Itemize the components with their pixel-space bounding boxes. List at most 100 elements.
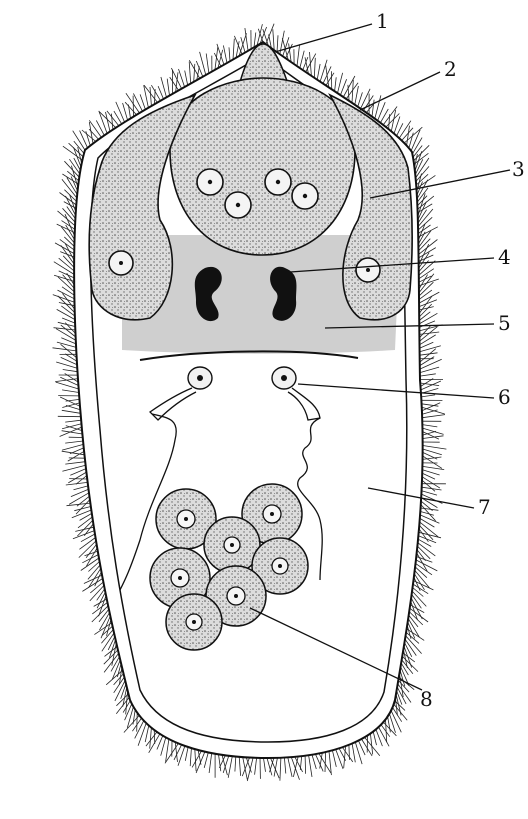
cilium	[416, 560, 437, 571]
cilium	[383, 107, 397, 125]
cilium	[280, 758, 281, 781]
cilium	[419, 326, 430, 338]
callout-4: 4	[498, 245, 511, 269]
callout-3: 3	[512, 157, 525, 181]
central-gland	[170, 78, 355, 255]
cilium	[60, 397, 80, 406]
cilium	[413, 584, 428, 594]
cilium	[74, 486, 89, 490]
cilium	[140, 94, 145, 109]
callout-7: 7	[478, 495, 491, 519]
cilium	[309, 755, 312, 777]
leader-line-2	[360, 72, 440, 110]
cilium	[167, 79, 169, 96]
cilium	[150, 728, 152, 749]
cilium	[158, 86, 163, 99]
cilium	[403, 649, 407, 668]
cilium	[388, 717, 391, 733]
cilium	[78, 517, 92, 528]
cilium	[62, 410, 81, 413]
cilium	[355, 742, 362, 764]
cilium	[420, 335, 436, 345]
cilium	[255, 758, 257, 775]
cilium	[335, 77, 337, 91]
callout-8: 8	[420, 687, 433, 711]
cilium	[422, 415, 445, 418]
cilium	[362, 739, 373, 756]
cilium	[67, 273, 75, 285]
cilium	[185, 747, 188, 761]
cilium	[223, 45, 227, 63]
cilium	[373, 732, 376, 746]
cilium	[305, 756, 306, 774]
cilium	[300, 51, 304, 68]
cilium	[151, 85, 160, 101]
cilium	[84, 575, 102, 583]
cilium	[56, 382, 79, 389]
cilium	[419, 255, 434, 261]
cilium	[206, 54, 209, 74]
cilium	[419, 332, 439, 334]
cilium	[342, 747, 352, 762]
cilium	[419, 312, 430, 321]
cilium	[219, 754, 221, 771]
cilium	[146, 732, 157, 746]
cilium	[150, 87, 151, 106]
cilium	[332, 750, 336, 767]
cilium	[284, 758, 285, 774]
cilium	[420, 357, 434, 366]
cilium	[185, 71, 188, 86]
cilium	[254, 33, 256, 48]
cilium	[70, 469, 86, 476]
cilium	[312, 755, 316, 769]
cilium	[325, 752, 326, 772]
cilium	[422, 410, 437, 414]
cilium	[413, 146, 422, 158]
callout-6: 6	[498, 385, 511, 409]
cilium	[407, 126, 410, 146]
cilium	[97, 589, 105, 601]
cilium	[194, 64, 195, 82]
cilium	[273, 29, 274, 50]
cilium	[421, 395, 435, 397]
cilium	[111, 114, 113, 130]
cilium	[204, 752, 208, 768]
cilium	[161, 737, 166, 755]
cilium	[422, 480, 435, 491]
cilium	[217, 44, 224, 65]
cilium	[66, 405, 80, 409]
cilium	[53, 348, 77, 351]
cilium	[72, 510, 92, 518]
cilium	[73, 531, 95, 539]
cilium	[420, 374, 436, 376]
cilium	[133, 93, 142, 111]
leader-line-1	[275, 24, 372, 52]
cilium	[419, 529, 428, 542]
cilium	[138, 723, 146, 746]
cilium	[415, 567, 427, 578]
cilium	[65, 441, 83, 443]
callout-2: 2	[444, 57, 457, 81]
cilium	[63, 370, 78, 372]
cilium	[314, 58, 315, 78]
cilium	[349, 745, 350, 760]
cilium	[59, 271, 74, 278]
cilium	[108, 636, 115, 650]
cilium	[421, 501, 433, 511]
cilium	[414, 577, 420, 591]
cilium	[264, 758, 266, 772]
cilium	[145, 726, 149, 743]
cilium	[422, 425, 437, 427]
cilium	[233, 39, 234, 60]
cilium	[196, 752, 205, 773]
cilium	[418, 536, 436, 543]
callout-5: 5	[498, 311, 511, 335]
cilium	[74, 158, 81, 170]
cilium	[288, 757, 292, 777]
cilium	[53, 295, 75, 303]
cilium	[65, 323, 75, 334]
cilium	[355, 86, 359, 105]
cilium	[370, 734, 372, 755]
callout-1: 1	[376, 9, 389, 33]
